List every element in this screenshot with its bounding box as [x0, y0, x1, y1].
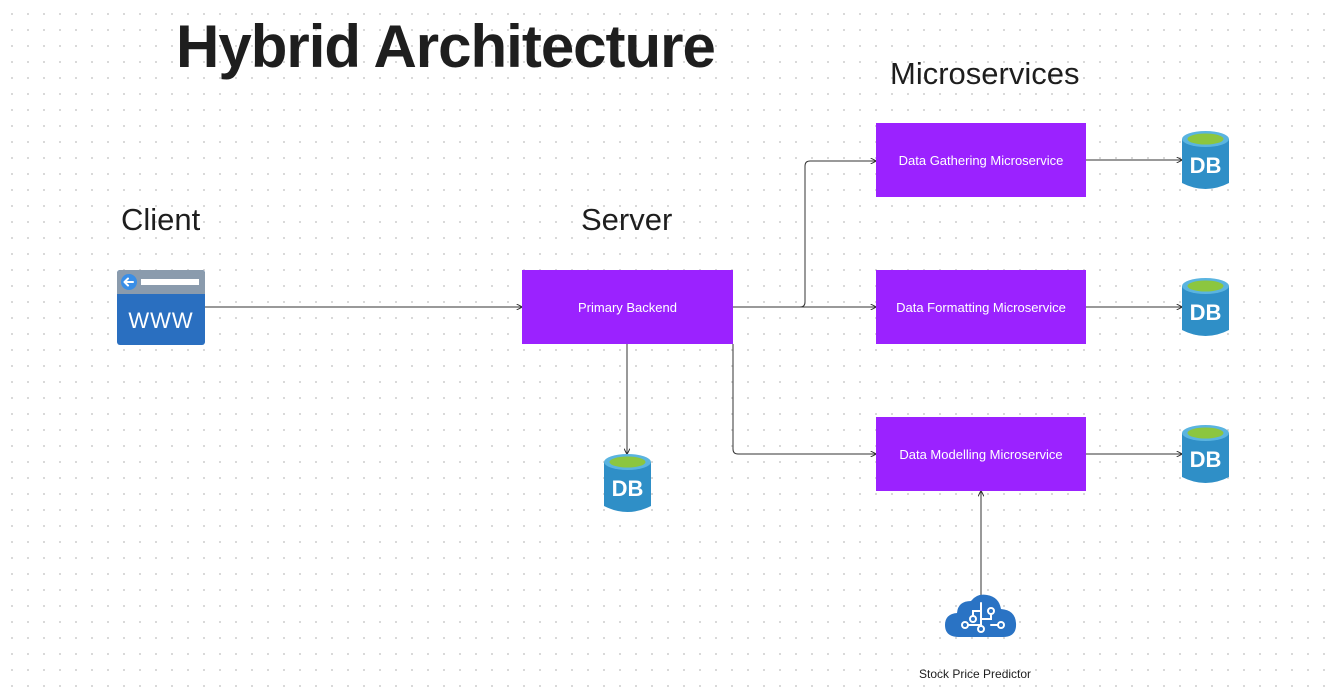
database-icon-text: DB: [1190, 153, 1222, 178]
connector-backend-gathering: [733, 161, 876, 308]
database-icon: DB: [1182, 278, 1229, 338]
web-browser-icon: WWW: [117, 270, 205, 345]
diagram-title: Hybrid Architecture: [176, 13, 716, 80]
cloud-ai-icon: [945, 593, 1017, 638]
database-icon-text: DB: [612, 476, 644, 501]
browser-icon-text: WWW: [128, 308, 193, 333]
data-modelling-node[interactable]: Data Modelling Microservice: [876, 417, 1086, 491]
microservices-heading: Microservices: [890, 56, 1080, 91]
data-formatting-node[interactable]: Data Formatting Microservice: [876, 270, 1086, 344]
server-heading: Server: [581, 202, 673, 237]
primary-backend-node[interactable]: Primary Backend: [522, 270, 733, 344]
data-gathering-node[interactable]: Data Gathering Microservice: [876, 123, 1086, 197]
client-heading: Client: [121, 202, 201, 237]
database-icon: DB: [1182, 425, 1229, 485]
database-icon-text: DB: [1190, 447, 1222, 472]
database-icon: DB: [604, 454, 651, 514]
stock-price-predictor-label: Stock Price Predictor: [919, 667, 1032, 681]
connector-backend-modelling: [732, 344, 876, 454]
database-icon: DB: [1182, 131, 1229, 191]
database-icon-text: DB: [1190, 300, 1222, 325]
